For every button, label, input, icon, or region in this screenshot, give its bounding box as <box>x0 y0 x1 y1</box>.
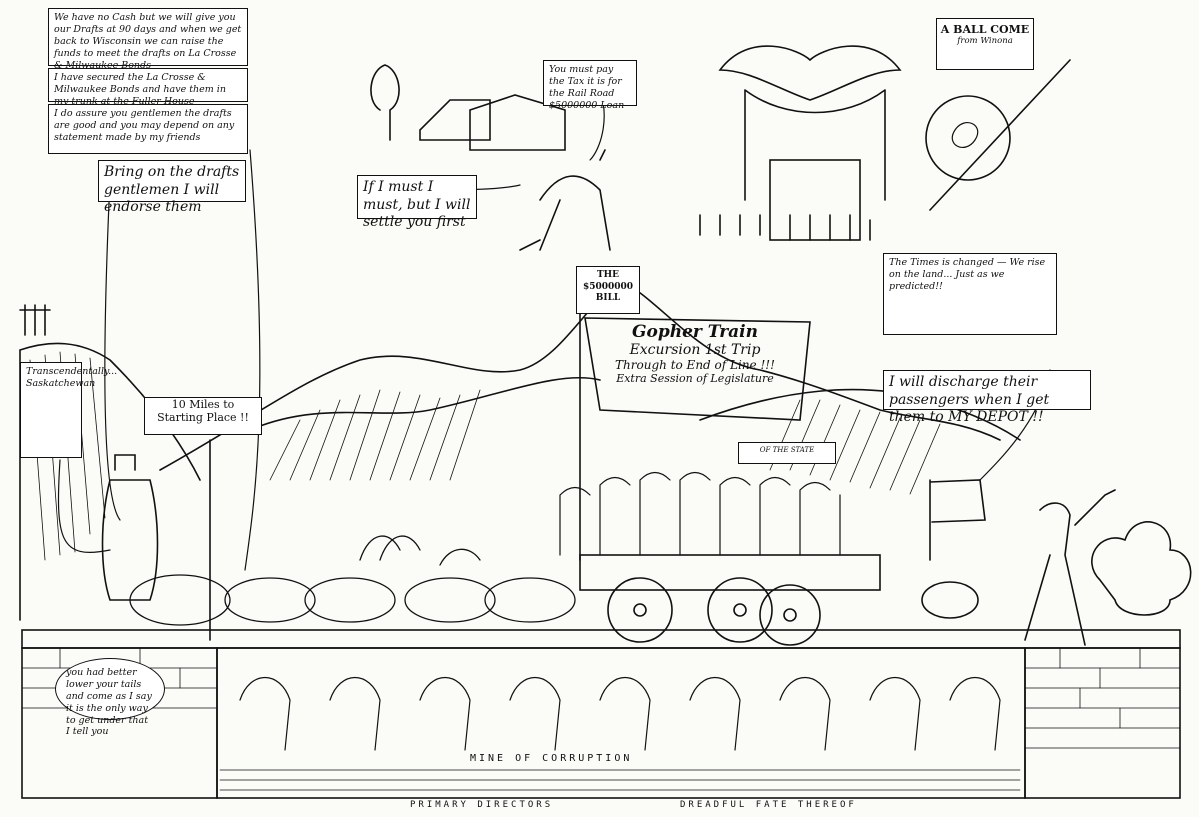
passenger-crowd <box>559 471 841 556</box>
bridge-pier-right <box>1024 647 1181 799</box>
train-wheel-3 <box>759 584 821 646</box>
speech-bubble-assurance: I do assure you gentlemen the drafts are… <box>48 104 248 154</box>
gopher-team <box>129 535 576 626</box>
milepost-sign: 10 Miles to Starting Place !! <box>144 397 262 435</box>
train-wheel-2 <box>707 577 773 643</box>
winona-coin <box>925 95 1011 181</box>
tree <box>370 64 400 141</box>
speech-bubble-cash: We have no Cash but we will give you our… <box>48 8 248 71</box>
barrel-cart <box>921 581 979 619</box>
conductor-figure <box>101 454 159 601</box>
train-car <box>579 554 881 591</box>
banner-line-2: Excursion 1st Trip <box>629 342 761 358</box>
primary-directors-label: PRIMARY DIRECTORS <box>410 800 554 810</box>
ball-come-sign: A BALL COME from Winona <box>936 18 1034 70</box>
mine-of-corruption-label: MINE OF CORRUPTION <box>470 753 633 764</box>
ball-come-title: A BALL COME <box>940 23 1030 36</box>
left-cliff <box>19 342 201 621</box>
tax-collector-scuffle <box>519 149 611 251</box>
banner-line-1: Gopher Train <box>632 322 758 342</box>
speech-bubble-lacrosse-bonds: I have secured the La Crosse & Milwaukee… <box>48 68 248 107</box>
cherub-flag <box>929 479 986 561</box>
mine-floor-hatching <box>219 769 1021 791</box>
speech-bubble-settle: If I must I must, but I will settle you … <box>357 175 477 230</box>
speech-bubble-left-edge: Transcendentally... Saskatchewan <box>20 362 117 458</box>
dreadful-fate-label: DREADFUL FATE THEREOF <box>680 800 857 810</box>
eagle <box>718 45 902 101</box>
track-deck <box>21 629 1181 649</box>
speech-bubble-seal: OF THE STATE <box>738 442 836 464</box>
coin-slope <box>929 59 1071 211</box>
speech-bubble-tax: You must pay the Tax it is for the Rail … <box>543 60 637 111</box>
speech-bubble-endorse: Bring on the drafts gentlemen I will end… <box>98 160 246 215</box>
cliff-figures <box>19 304 51 336</box>
milepost-line-2: Starting Place !! <box>157 411 249 424</box>
banner-line-3: Through to End of Line !!! <box>615 358 775 372</box>
smoke-cloud <box>1091 521 1192 616</box>
mountain-hatching <box>269 389 941 495</box>
train-wheel-1 <box>607 577 673 643</box>
stage-drapery <box>744 89 886 201</box>
mine-chamber <box>216 647 1026 799</box>
speaker-platform <box>769 159 861 241</box>
speech-bubble-tails: you had better lower your tails and come… <box>55 658 165 737</box>
mountain-ridge-back <box>249 376 601 431</box>
ball-come-subtitle: from Winona <box>957 36 1013 46</box>
gopher-train-banner: Gopher Train Excursion 1st Trip Through … <box>590 322 800 412</box>
banner <box>584 317 811 421</box>
farmhouse <box>419 94 566 151</box>
bent-figures <box>239 676 1001 751</box>
speech-bubble-times-changed: The Times is changed — We rise on the la… <box>883 253 1057 335</box>
banner-line-4: Extra Session of Legislature <box>616 372 774 385</box>
five-million-bill-tag: THE $5000000 BILL <box>576 266 640 314</box>
devil-figure <box>1024 489 1116 646</box>
milepost-line-1: 10 Miles to <box>171 398 235 411</box>
speech-bubble-depot: I will discharge their passengers when I… <box>883 370 1091 425</box>
crowd-listeners <box>699 214 871 241</box>
